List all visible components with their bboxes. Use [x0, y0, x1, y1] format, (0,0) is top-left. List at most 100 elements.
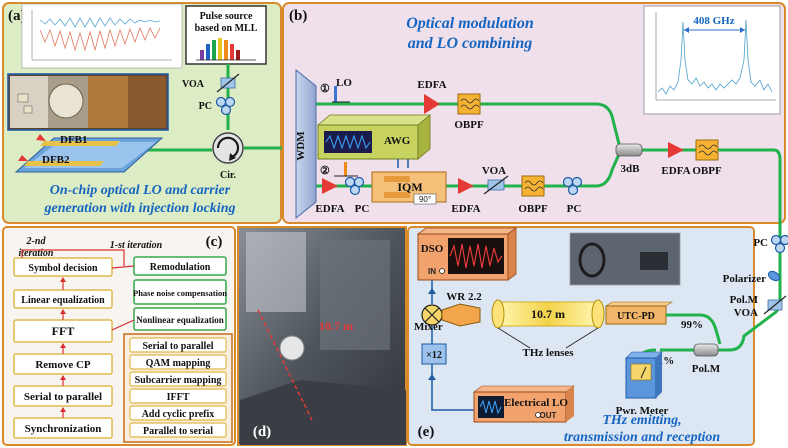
rx-chain: Symbol decision Linear equalization FFT … — [13, 257, 113, 439]
panel-d-letter: (d) — [253, 424, 271, 440]
panel-b: (b) Optical modulation and LO combining … — [282, 2, 786, 236]
voa-a-arrow — [216, 73, 240, 93]
panel-b-letter: (b) — [289, 8, 307, 24]
thz-distance-label: 10.7 m — [531, 307, 565, 321]
comb-line-green — [212, 40, 216, 60]
awg-waveform — [325, 134, 371, 150]
utc-pd: UTC-PD — [605, 301, 673, 325]
edfa-bottom-mid: EDFA — [451, 178, 481, 215]
comb-line-red — [230, 44, 234, 60]
electrical-lo: Electrical LO OUT — [473, 385, 575, 423]
right-strip: PC Polarizer Pol.M VOA — [723, 234, 788, 319]
chip-photo-1 — [10, 76, 48, 128]
phase-shifter-label: 90° — [419, 195, 431, 204]
obpf-bottom-body — [521, 175, 545, 197]
dso: DSO IN — [416, 227, 518, 281]
polm-e-label: Pol.M — [692, 363, 721, 375]
elec-lo-label: Electrical LO — [504, 397, 568, 409]
pc-bl-paddle1 — [344, 176, 356, 188]
iteration-arrows — [21, 249, 135, 331]
obpf-bottom-symbol — [524, 180, 544, 192]
tx-label-s2p: Serial to parallel — [142, 341, 213, 352]
fiber-b-output — [640, 148, 782, 236]
edfa-right: EDFA — [661, 142, 691, 177]
rx-arrowhead-4 — [60, 309, 66, 314]
polm-e: Pol.M — [692, 343, 721, 375]
rx-label-s2p: Serial to parallel — [24, 391, 102, 403]
coupler-3db: 3dB — [615, 143, 643, 175]
edfa-bm-triangle — [458, 178, 474, 194]
elec-lo-side — [566, 386, 574, 422]
photo-window — [246, 232, 306, 312]
rx-label-remove-cp: Remove CP — [35, 359, 91, 371]
pc-a-label: PC — [199, 101, 212, 112]
dfb2-label: DFB2 — [42, 154, 70, 166]
comb-line-violet — [200, 50, 204, 60]
spacing-label: 408 GHz — [693, 15, 734, 27]
utc-pd-top — [605, 301, 673, 307]
chip-die-1 — [17, 93, 29, 103]
obpf-top: OBPF — [454, 93, 484, 131]
polarizer: Polarizer — [723, 270, 781, 285]
iter2-line1: 2-nd — [26, 236, 47, 247]
tx-label-p2s: Parallel to serial — [143, 426, 213, 437]
wafer-image — [48, 83, 84, 119]
fiber-b-data-path — [316, 151, 622, 188]
spectrum-inset-a — [21, 3, 183, 69]
cable-lo-arrow — [428, 374, 436, 380]
pc-bl-paddle2 — [353, 176, 365, 188]
pc-bottom-left: PC — [344, 176, 370, 215]
tx-box-p2s — [129, 422, 227, 438]
dfb1-emission — [36, 134, 46, 141]
wdm: WDM — [295, 68, 317, 220]
carrier-spectral-line — [344, 162, 347, 176]
edfa-bl-label: EDFA — [315, 203, 344, 215]
photo-rack — [320, 240, 390, 350]
circulator-arrowhead — [229, 153, 236, 161]
tx-box-s2p — [129, 337, 227, 353]
dso-side — [507, 227, 517, 281]
multiplier-body — [421, 343, 447, 365]
pc-bl-paddle3 — [349, 184, 361, 196]
tx-label-cp: Add cyclic prefix — [142, 409, 215, 420]
rx-label-sync: Synchronization — [25, 423, 102, 435]
dso-in-port[interactable] — [439, 268, 445, 274]
awg: AWG — [316, 114, 432, 168]
dso-waveform — [449, 243, 503, 269]
pc-br-paddle3 — [567, 184, 579, 196]
comb-line-yellow — [218, 38, 222, 60]
chip-photo-4 — [128, 76, 166, 128]
thz-lenses-label: THz lenses — [522, 347, 574, 359]
edfa-bm-label: EDFA — [451, 203, 480, 215]
pulse-source-frame — [185, 5, 267, 65]
pc-bl-label: PC — [355, 203, 370, 215]
dso-top — [416, 227, 518, 235]
iter-label-nle: Nonlinear equalization — [136, 315, 224, 325]
voa-b: VOA — [482, 165, 509, 195]
pulse-source-line1: Pulse source — [200, 11, 253, 22]
spacing-marker-right-head — [740, 27, 745, 33]
spectrum-inset-b: 408 GHz — [643, 5, 781, 115]
comb-line-blue — [206, 44, 210, 60]
photo-optical-table — [240, 380, 406, 445]
photo-distance-label: 10.7 m — [319, 319, 353, 333]
iter-box-nle — [133, 307, 227, 331]
pc-a-paddle2 — [224, 96, 236, 108]
elec-lo-out-label: OUT — [540, 411, 557, 420]
tx-label-qam: QAM mapping — [146, 358, 211, 369]
dso-label: DSO — [421, 243, 444, 255]
power-meter-top — [625, 351, 663, 359]
lo-spectral-line — [334, 86, 337, 102]
spectrum-inset-a-frame — [21, 3, 183, 69]
mixer-cross — [424, 307, 440, 323]
power-meter-needle — [640, 366, 647, 379]
polm-right-label: Pol.M — [730, 294, 759, 306]
comb-line-orange — [224, 40, 228, 60]
dfb2-waveguide — [24, 161, 104, 166]
obpf-right: OBPF — [692, 139, 722, 177]
coupler-body — [615, 143, 643, 157]
fiber-b-lo-path — [316, 102, 622, 149]
rx-arrowhead-3 — [60, 343, 66, 348]
elec-lo-out-port[interactable] — [535, 412, 541, 418]
